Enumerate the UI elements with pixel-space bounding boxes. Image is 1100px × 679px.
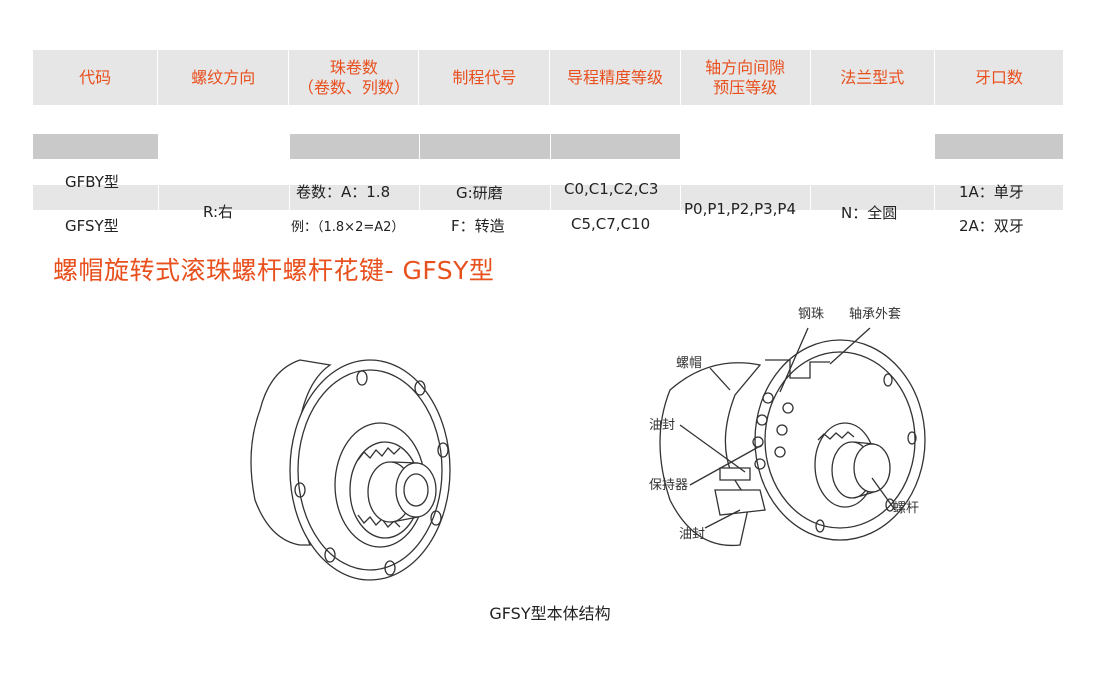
flange-value: N：全圆 <box>841 204 898 222</box>
column-divider <box>680 105 681 210</box>
label-oil-seal-bottom: 油封 <box>679 527 706 542</box>
label-screw: 螺杆 <box>893 501 920 516</box>
label-steel-ball: 钢珠 <box>798 307 825 322</box>
label-retainer: 保持器 <box>649 478 689 493</box>
column-divider <box>419 105 420 210</box>
lead-accuracy-low: C5,C7,C10 <box>571 215 651 233</box>
table-header-row: 代码 螺纹方向 珠卷数 （卷数、列数） 制程代号 导程精度等级 轴方向间隙 预压… <box>33 50 1063 105</box>
column-divider <box>158 105 159 210</box>
assembled-unit-drawing <box>250 359 451 581</box>
header-label: 轴方向间隙 <box>705 57 786 77</box>
label-bearing-sleeve: 轴承外套 <box>849 307 902 322</box>
table-body: GFBY型 GFSY型 R:右 卷数：A：1.8 例：（1.8×2=A2） G:… <box>33 105 1063 235</box>
header-label: 导程精度等级 <box>567 67 664 87</box>
header-lead-accuracy: 导程精度等级 <box>550 50 681 105</box>
row-band <box>33 185 1063 210</box>
cutaway-structure-drawing <box>659 327 926 547</box>
header-ball-turns: 珠卷数 （卷数、列数） <box>289 50 420 105</box>
merged-cell-flange <box>811 134 934 159</box>
header-flange-type: 法兰型式 <box>811 50 935 105</box>
preload-value: P0,P1,P2,P3,P4 <box>684 200 797 218</box>
section-title: 螺帽旋转式滚珠螺杆螺杆花键- GFSY型 <box>53 256 495 285</box>
figure-caption: GFSY型本体结构 <box>489 604 611 623</box>
header-thread-direction: 螺纹方向 <box>158 50 290 105</box>
thread-direction-value: R:右 <box>203 203 234 221</box>
header-label-sub: 预压等级 <box>713 77 778 97</box>
lead-accuracy-high: C0,C1,C2,C3 <box>564 180 659 198</box>
column-divider <box>810 105 811 210</box>
label-nut: 螺帽 <box>676 356 703 371</box>
ball-turns-example: 例：（1.8×2=A2） <box>291 220 405 235</box>
process-grinding: G:研磨 <box>456 184 503 202</box>
code-gfsy: GFSY型 <box>65 217 119 235</box>
header-label: 螺纹方向 <box>191 67 256 87</box>
header-code: 代码 <box>33 50 159 105</box>
thread-starts-single: 1A：单牙 <box>959 183 1024 201</box>
merged-cell-thread <box>159 105 289 185</box>
header-axial-clearance: 轴方向间隙 预压等级 <box>681 50 811 105</box>
header-label: 制程代号 <box>452 67 517 87</box>
label-oil-seal-top: 油封 <box>649 418 676 433</box>
column-divider <box>550 105 551 210</box>
spec-table: 代码 螺纹方向 珠卷数 （卷数、列数） 制程代号 导程精度等级 轴方向间隙 预压… <box>33 50 1063 235</box>
column-divider <box>289 105 290 210</box>
column-divider <box>934 105 935 210</box>
header-label: 代码 <box>79 67 112 87</box>
header-process-code: 制程代号 <box>419 50 551 105</box>
header-label: 法兰型式 <box>840 67 905 87</box>
ball-turns-value: 卷数：A：1.8 <box>296 183 391 201</box>
header-label-sub: （卷数、列数） <box>297 77 410 97</box>
thread-starts-double: 2A：双牙 <box>959 217 1024 235</box>
header-label: 牙口数 <box>974 67 1023 87</box>
header-thread-starts: 牙口数 <box>935 50 1063 105</box>
process-rolling: F：转造 <box>451 217 505 235</box>
merged-cell-preload <box>681 134 810 159</box>
header-label: 珠卷数 <box>329 57 378 77</box>
code-gfby: GFBY型 <box>65 173 119 191</box>
